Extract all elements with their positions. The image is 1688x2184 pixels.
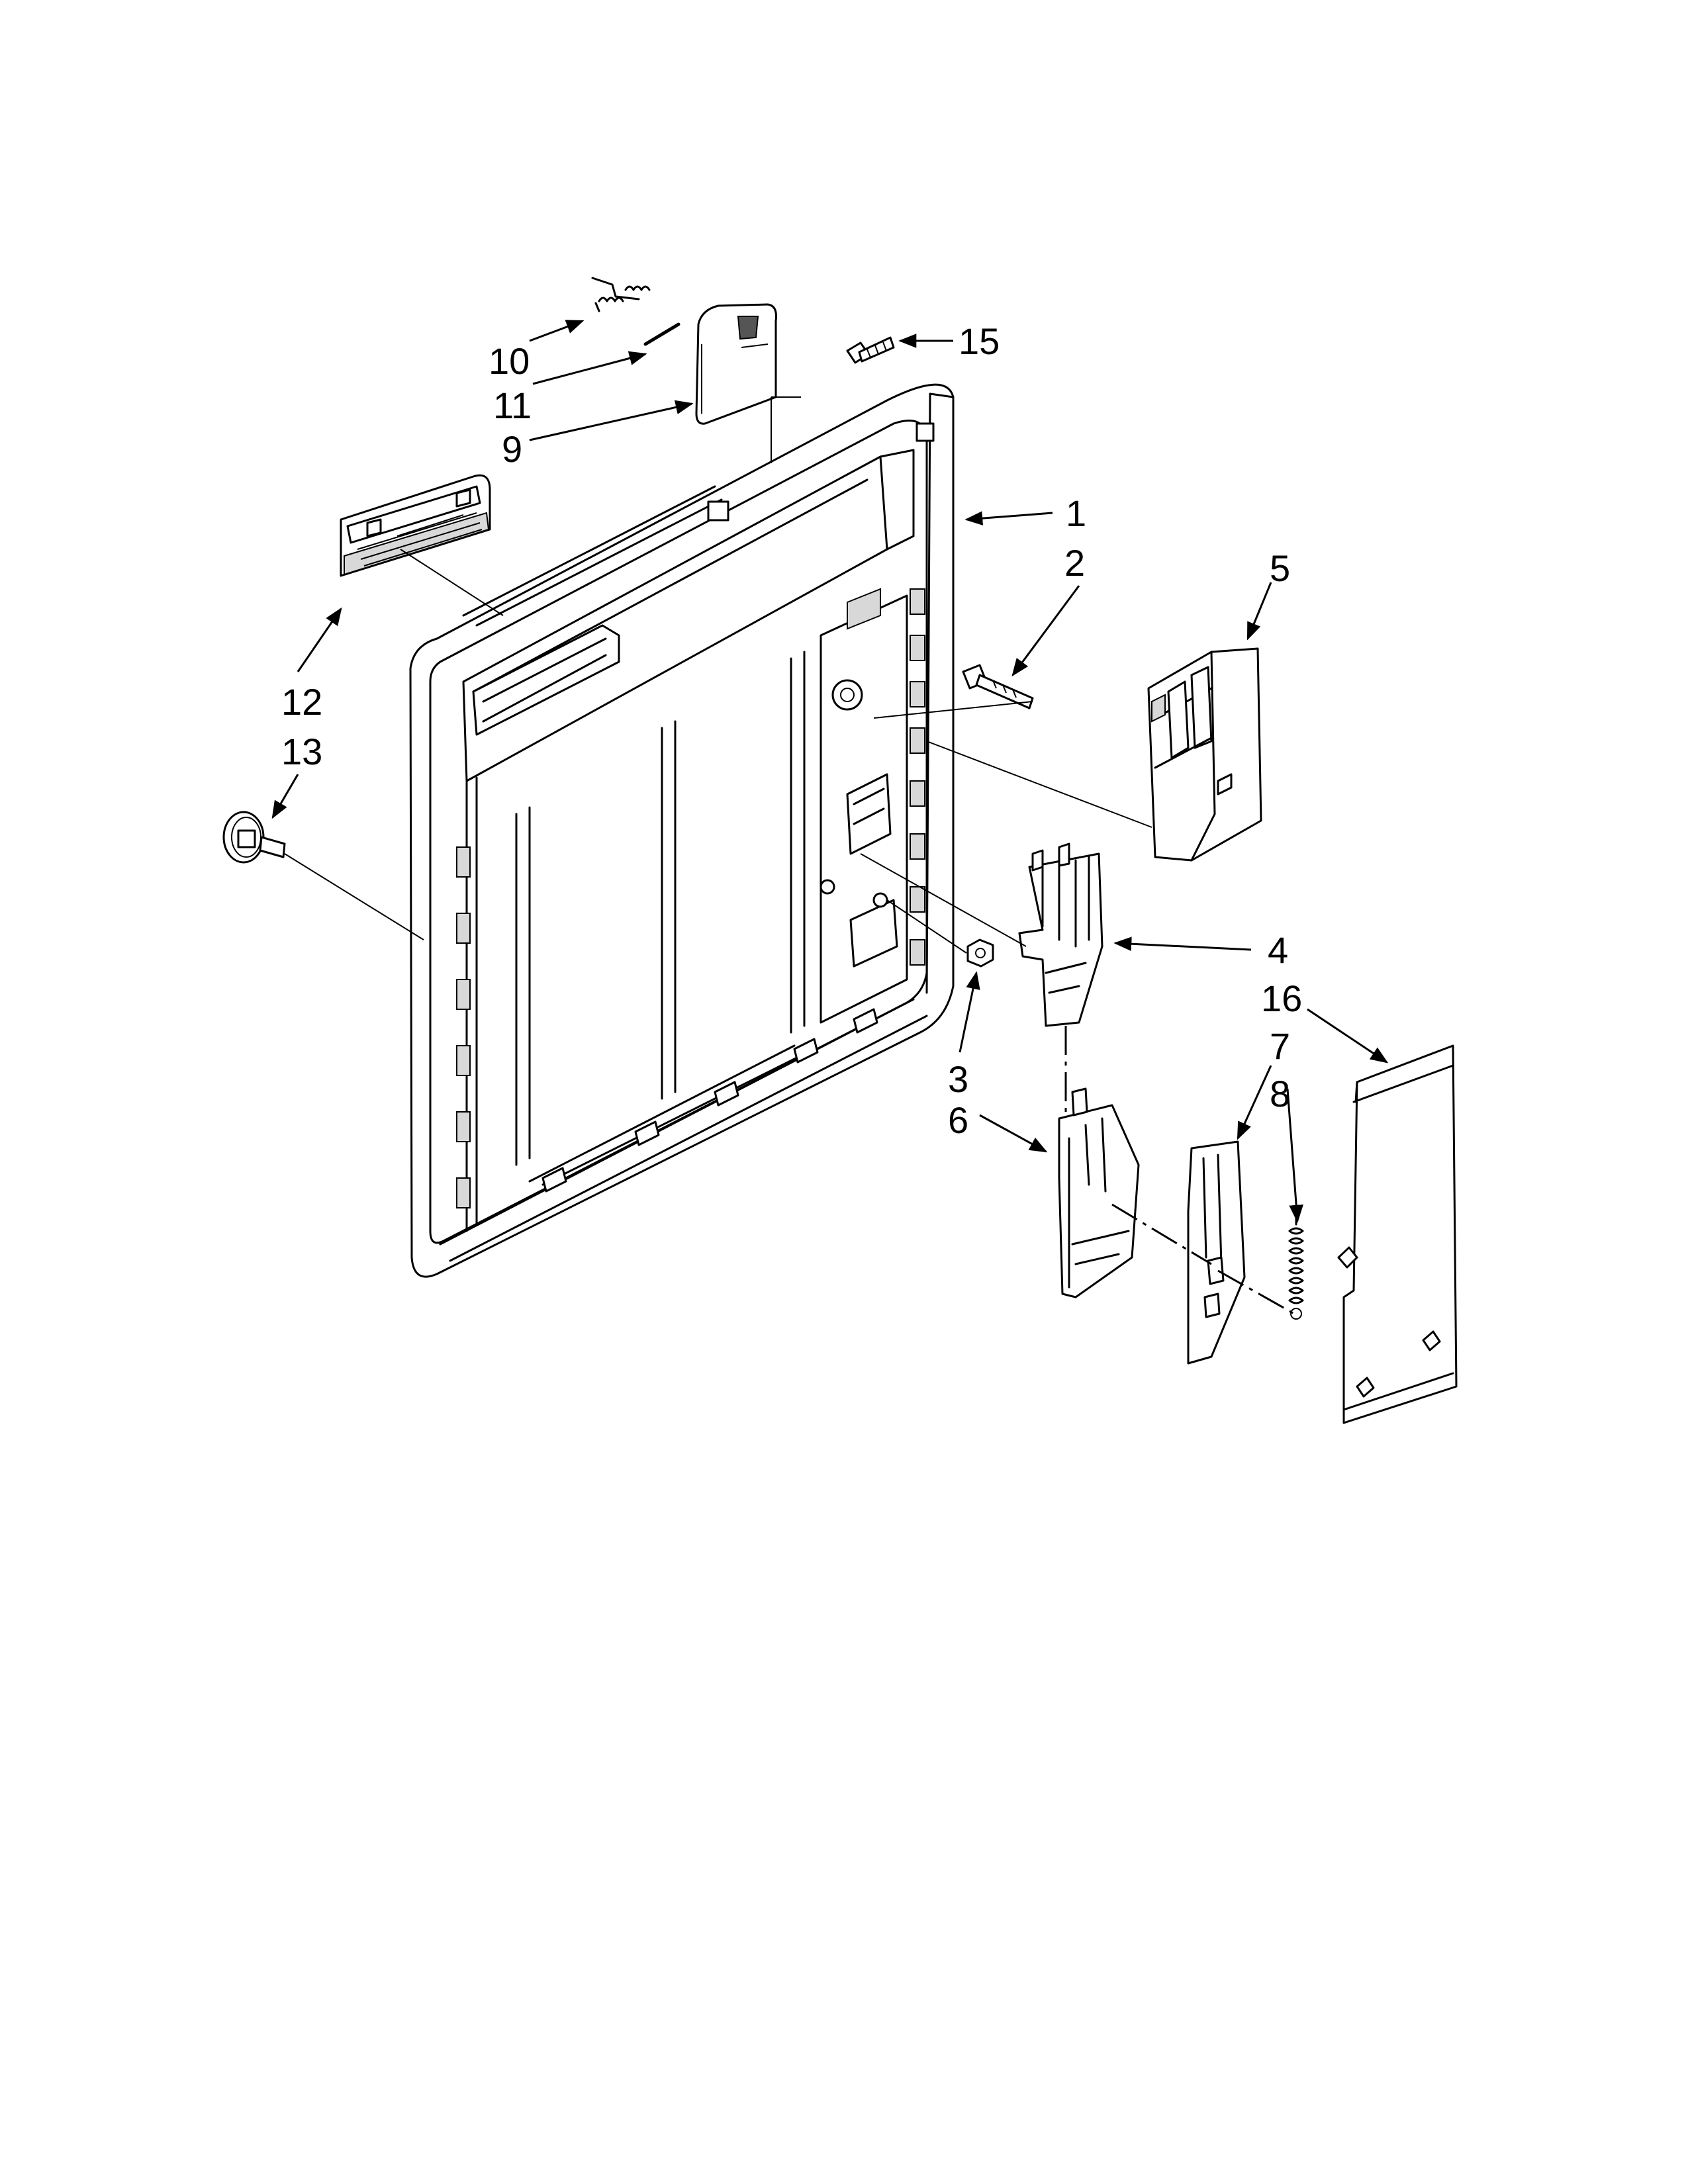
- part-8-spring: [1288, 1216, 1304, 1320]
- part-7-plate: [1187, 1140, 1246, 1365]
- part-12-handle: [340, 474, 491, 577]
- part-2-pin: [962, 664, 1034, 709]
- explode-lines: [284, 396, 1295, 1315]
- label-7: 7: [1270, 1025, 1290, 1067]
- part-number-labels: 10 11 9 15 1 2 5 12 13 4 16 7 8 3 6: [281, 320, 1302, 1141]
- label-9: 9: [502, 428, 522, 470]
- part-10-spring: [591, 277, 651, 312]
- part-5-housing: [1147, 647, 1262, 862]
- part-15-screw: [846, 336, 895, 364]
- label-6: 6: [948, 1099, 968, 1141]
- label-11: 11: [493, 385, 532, 426]
- label-8: 8: [1270, 1073, 1290, 1115]
- label-5: 5: [1270, 547, 1290, 589]
- label-12: 12: [281, 681, 322, 723]
- part-3-nut: [966, 938, 994, 968]
- label-3: 3: [948, 1058, 968, 1100]
- inner-door-panel: [409, 383, 955, 1278]
- label-2: 2: [1064, 542, 1085, 584]
- part-6-latch: [1058, 1087, 1140, 1298]
- callout-arrows: [271, 320, 1389, 1223]
- label-1: 1: [1066, 492, 1086, 534]
- part-16-cover: [1337, 1044, 1458, 1424]
- label-16: 16: [1261, 978, 1302, 1019]
- label-4: 4: [1268, 929, 1288, 971]
- label-10: 10: [489, 340, 530, 382]
- label-13: 13: [281, 731, 322, 772]
- part-9-cover: [695, 303, 777, 425]
- label-15: 15: [959, 320, 1000, 362]
- part-11-rod: [643, 322, 680, 346]
- part-13-knob: [222, 811, 286, 864]
- part-4-slide: [1018, 842, 1103, 1027]
